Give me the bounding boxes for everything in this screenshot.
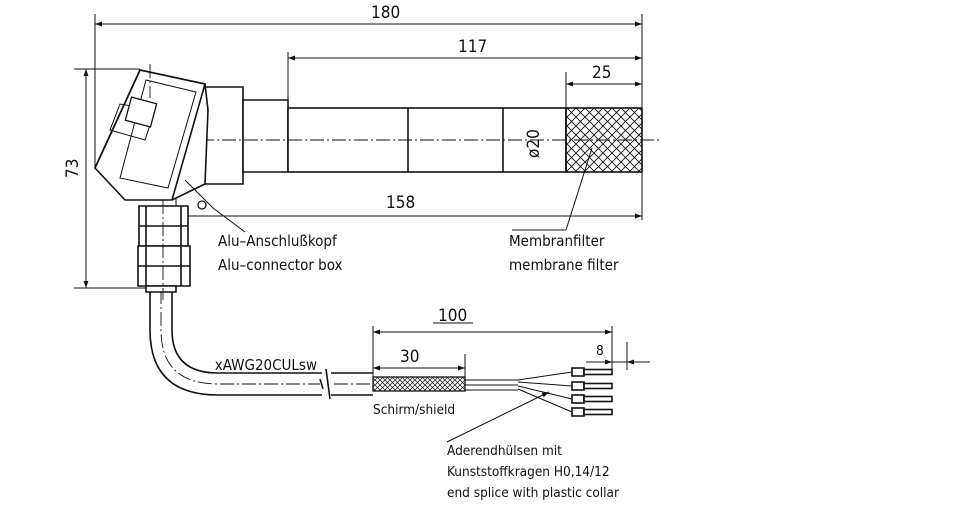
dim-wire-end: 8 xyxy=(596,343,604,359)
label-end-splice-de-2: Kunststoffkragen H0,14/12 xyxy=(447,464,610,480)
dim-cable-strip: 100 xyxy=(438,306,467,326)
label-connector-box-en: Alu–connector box xyxy=(218,256,343,274)
connector-head xyxy=(94,64,209,210)
dimension-labels: 180 117 25 158 73 ø20 100 30 8 xyxy=(63,3,611,367)
dim-tube-length: 117 xyxy=(458,37,487,57)
dim-shield-length: 30 xyxy=(400,347,419,367)
cable-gland xyxy=(137,200,191,300)
dim-overall-length: 180 xyxy=(371,3,400,23)
label-membrane-filter-de: Membranfilter xyxy=(509,232,605,250)
wires xyxy=(465,371,573,413)
shield-braid xyxy=(372,376,466,392)
dim-connector-to-filter: 158 xyxy=(386,193,415,213)
label-shield: Schirm/shield xyxy=(373,402,455,418)
dim-filter-length: 25 xyxy=(592,63,611,83)
end-splices xyxy=(571,367,613,417)
leader-lines xyxy=(184,147,593,443)
label-membrane-filter-en: membrane filter xyxy=(509,256,619,274)
dim-height: 73 xyxy=(63,159,83,178)
label-end-splice-en: end splice with plastic collar xyxy=(447,485,619,501)
extension-lines xyxy=(74,14,643,384)
cover-plate-icon xyxy=(124,96,158,128)
cable xyxy=(149,290,613,417)
part-labels: Alu–Anschlußkopf Alu–connector box Membr… xyxy=(207,232,619,501)
dim-diameter: ø20 xyxy=(524,129,544,158)
dimension-lines xyxy=(83,21,650,371)
sensor-probe xyxy=(200,86,660,185)
label-cable-type: _xAWG20CULsw xyxy=(207,356,317,375)
label-end-splice-de-1: Aderendhülsen mit xyxy=(447,443,562,459)
label-connector-box-de: Alu–Anschlußkopf xyxy=(218,232,338,250)
